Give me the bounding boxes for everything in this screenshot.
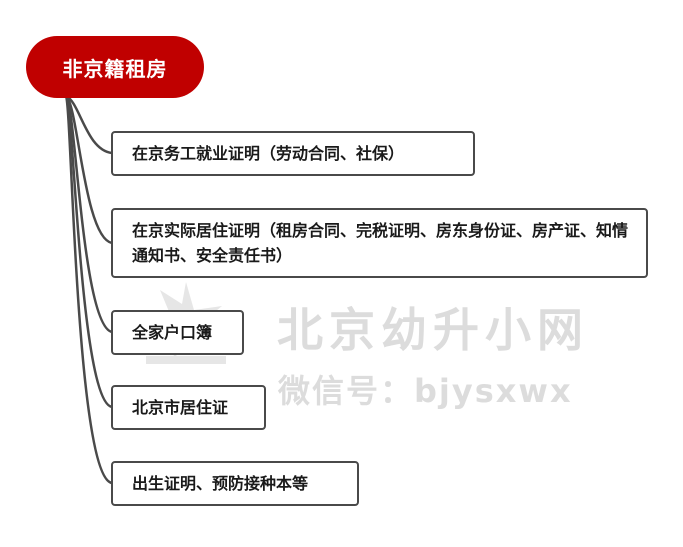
connector-branch-2 (65, 94, 113, 245)
branch-label: 北京市居住证 (132, 398, 229, 417)
branch-node: 在京务工就业证明（劳动合同、社保） (111, 131, 475, 176)
branch-label: 出生证明、预防接种本等 (132, 474, 309, 493)
branch-node: 全家户口簿 (111, 310, 244, 355)
branch-label: 在京务工就业证明（劳动合同、社保） (132, 144, 405, 163)
branch-node: 在京实际居住证明（租房合同、完税证明、房东身份证、房产证、知情通知书、安全责任书… (111, 208, 648, 278)
root-node: 非京籍租房 (26, 36, 204, 98)
watermark-subtitle: 微信号：bjysxwx (278, 372, 573, 410)
branch-label: 在京实际居住证明（租房合同、完税证明、房东身份证、房产证、知情通知书、安全责任书… (132, 221, 629, 265)
branch-label: 全家户口簿 (132, 323, 213, 342)
branch-node: 北京市居住证 (111, 385, 266, 430)
branch-node: 出生证明、预防接种本等 (111, 461, 359, 506)
connector-branch-5 (64, 95, 113, 485)
connector-branch-1 (65, 94, 113, 155)
watermark-title: 北京幼升小网 (277, 303, 589, 357)
connector-branch-3 (64, 95, 113, 334)
